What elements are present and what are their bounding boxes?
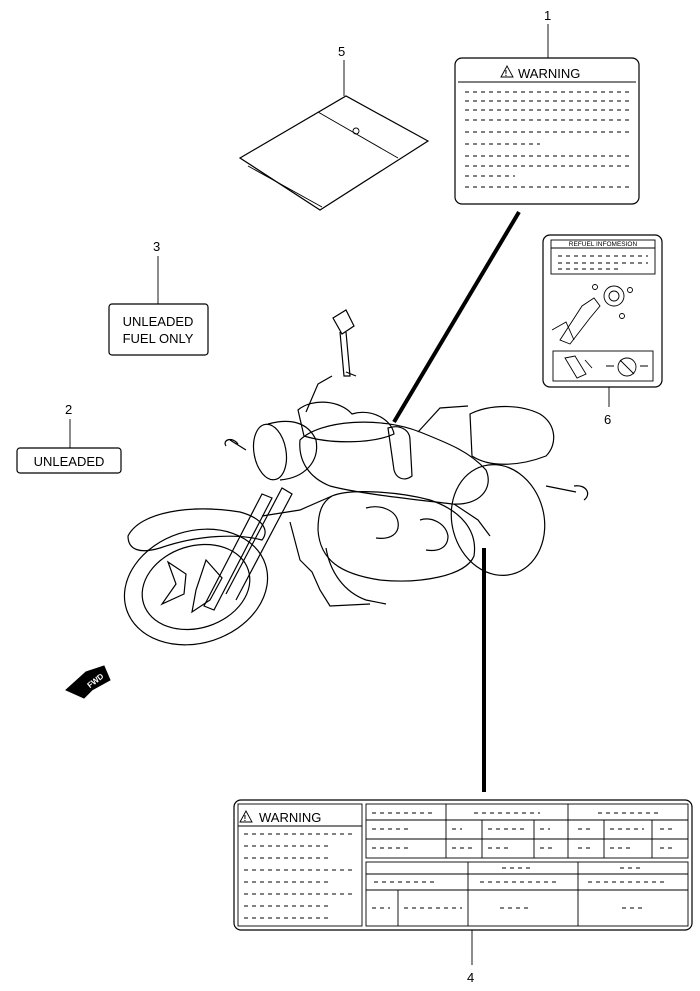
swingarm — [453, 503, 491, 537]
fuel-tank — [299, 421, 489, 505]
table-lower-cell-text — [372, 867, 668, 909]
no-flame-icon — [617, 357, 637, 377]
manual-fold — [317, 111, 399, 159]
seat-rear — [469, 405, 555, 465]
exhaust-pipe — [289, 521, 371, 607]
engine-cylinder — [365, 506, 399, 539]
forward-direction-arrow: FWD — [65, 665, 111, 699]
refuel-label-text-box — [550, 239, 656, 275]
front-rim — [141, 543, 251, 631]
frame-downtube — [261, 495, 333, 517]
part-1-warning-label: 1 ! WARNING — [454, 8, 640, 205]
refuel-label-icon-box — [552, 350, 654, 382]
warning-label-border — [454, 57, 640, 205]
warning-label-title: WARNING — [518, 66, 580, 81]
table-upper-cell-text — [372, 812, 676, 849]
unleaded-fuel-only-border — [108, 303, 209, 356]
unleaded-label-text: UNLEADED — [34, 454, 105, 469]
callout-number-4: 4 — [467, 970, 474, 985]
rear-tire — [450, 464, 546, 576]
fwd-arrow-icon — [65, 665, 111, 699]
mirror — [332, 309, 355, 335]
headlight-shell — [267, 420, 318, 481]
front-wheel-spokes — [160, 558, 223, 614]
mirror-stem — [339, 331, 351, 377]
headlight — [252, 423, 288, 481]
table-label-warning-box — [237, 803, 363, 927]
refuel-label-title: REFUEL INFOMESION — [569, 241, 638, 248]
motorcycle-illustration — [123, 309, 589, 646]
table-label-border — [233, 799, 693, 931]
fuel-nozzle-icon — [551, 284, 633, 345]
manual-cover — [238, 95, 430, 211]
unleaded-label-border — [16, 447, 122, 474]
callout-number-6: 6 — [604, 412, 611, 427]
callout-number-1: 1 — [544, 8, 551, 23]
front-tire-outer — [123, 528, 269, 646]
table-warning-text-lines — [244, 833, 356, 919]
part-2-unleaded-label: 2 UNLEADED — [16, 402, 122, 474]
part-4-warning-table-label: ! WARNING — [233, 799, 693, 985]
svg-text:!: ! — [505, 69, 508, 78]
warning-triangle-icon — [500, 65, 514, 78]
leader-line-1-to-bike — [392, 210, 521, 424]
unleaded-fuel-only-line2: FUEL ONLY — [123, 331, 194, 346]
engine-cylinder-rear — [419, 518, 449, 552]
fuel-warning-icon — [564, 355, 593, 379]
refuel-label-border — [542, 234, 663, 388]
engine-block — [317, 491, 476, 582]
svg-text:!: ! — [244, 814, 247, 823]
table-lower-grid — [365, 861, 689, 927]
engine-cover — [325, 547, 387, 605]
part-5-owners-manual: 5 — [238, 44, 430, 211]
rear-handle — [417, 405, 469, 433]
rear-turn-signal — [545, 485, 589, 501]
front-fork-left — [203, 493, 273, 611]
front-fender — [127, 508, 266, 552]
tank-cap-area — [387, 426, 413, 480]
table-upper-grid — [365, 803, 689, 859]
front-fork-right — [225, 487, 293, 601]
table-label-warning-title: WARNING — [259, 810, 321, 825]
callout-number-2: 2 — [65, 402, 72, 417]
callout-number-3: 3 — [153, 239, 160, 254]
warning-label-text-lines — [465, 91, 630, 188]
tank-front — [297, 401, 395, 443]
turn-signal-left — [224, 438, 247, 451]
unleaded-fuel-only-line1: UNLEADED — [123, 314, 194, 329]
manual-pages-edge — [247, 165, 323, 208]
part-6-refuel-information-label: REFUEL INFOMESION 6 — [542, 234, 663, 427]
part-3-unleaded-fuel-only-label: 3 UNLEADED FUEL ONLY — [108, 239, 209, 356]
table-warning-triangle-icon — [239, 810, 253, 823]
callout-number-5: 5 — [338, 44, 345, 59]
manual-hole — [352, 127, 360, 135]
handlebar — [305, 371, 357, 413]
